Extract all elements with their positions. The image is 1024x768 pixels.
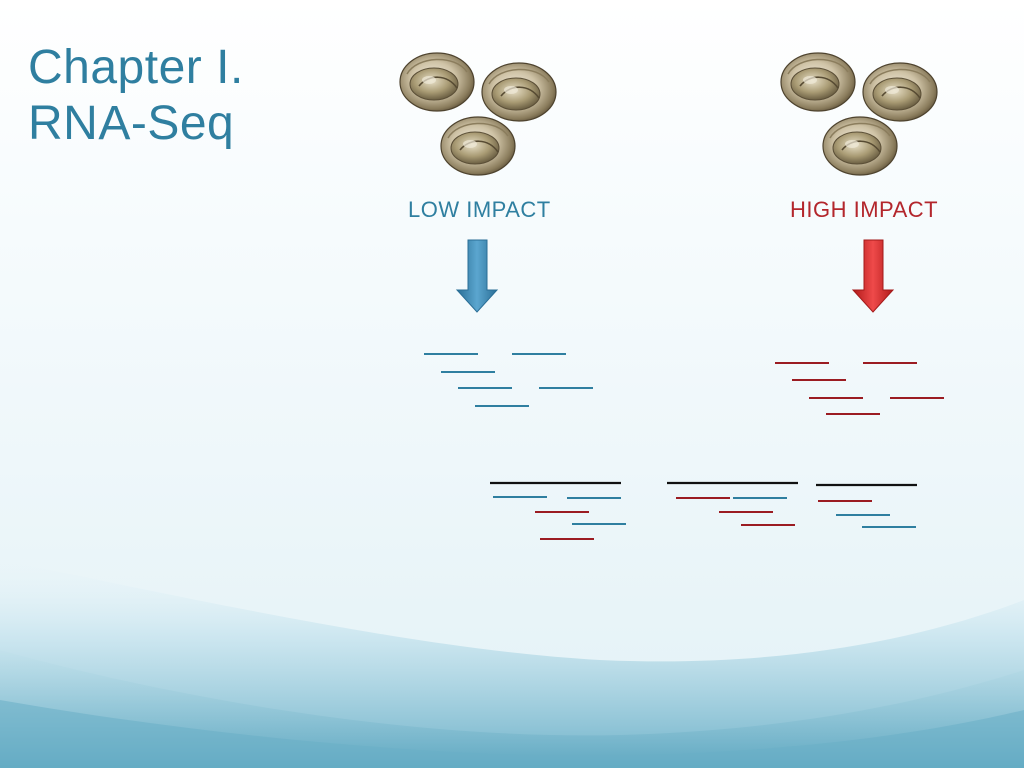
mapped-reads-gene-1 bbox=[493, 496, 626, 540]
high-impact-label: HIGH IMPACT bbox=[790, 197, 939, 222]
title-line-2: RNA-Seq bbox=[28, 97, 235, 150]
low-impact-oysters bbox=[399, 52, 557, 176]
mapped-reads-gene-2 bbox=[676, 497, 795, 526]
oyster-icon bbox=[440, 116, 516, 176]
mapped-reads-gene-3 bbox=[818, 500, 916, 528]
high-down-arrow-icon bbox=[851, 239, 895, 313]
title-line-1: Chapter I. bbox=[28, 41, 244, 94]
oyster-icon bbox=[481, 62, 557, 122]
slide-title: Chapter I. RNA-Seq bbox=[28, 40, 244, 152]
oyster-icon bbox=[780, 52, 856, 112]
oyster-icon bbox=[399, 52, 475, 112]
oyster-icon bbox=[862, 62, 938, 122]
reference-genes bbox=[490, 481, 917, 487]
low-impact-reads bbox=[424, 353, 593, 407]
high-impact-reads bbox=[775, 362, 944, 415]
oyster-icon bbox=[822, 116, 898, 176]
low-impact-label: LOW IMPACT bbox=[408, 197, 551, 222]
high-impact-oysters bbox=[780, 52, 938, 176]
low-down-arrow-icon bbox=[455, 239, 499, 313]
